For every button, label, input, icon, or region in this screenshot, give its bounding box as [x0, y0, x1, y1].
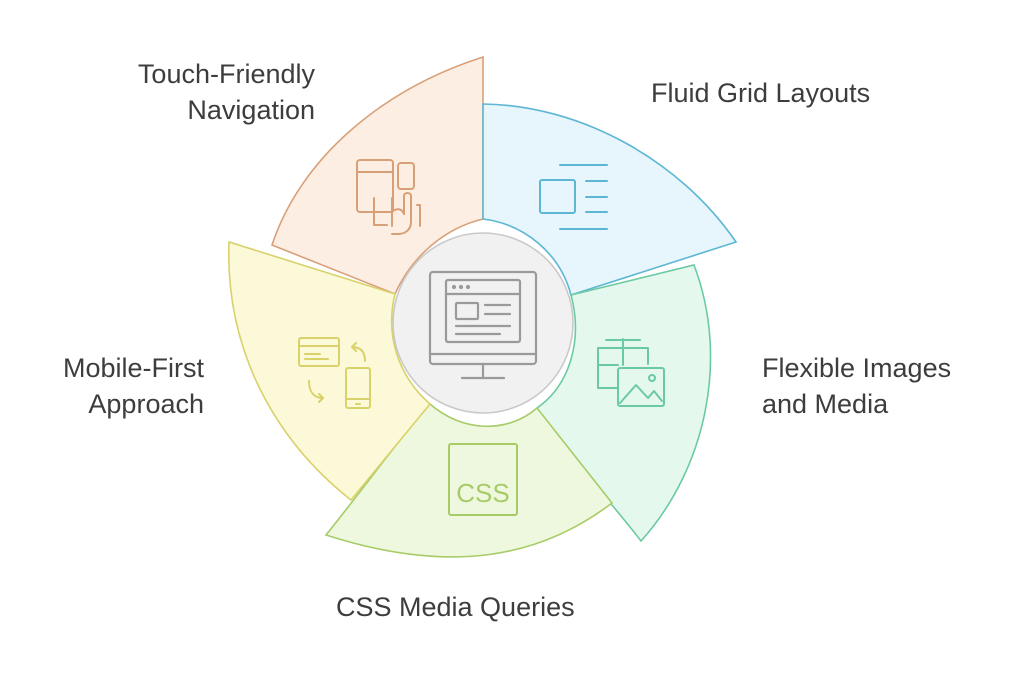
segment-flexible-images-media	[535, 264, 712, 543]
images-media-icon	[597, 338, 665, 407]
label-line: Mobile-First	[62, 353, 204, 383]
monitor-webpage-icon	[428, 270, 538, 380]
label-mobile-first-approach: Mobile-First Approach	[63, 350, 204, 422]
grid-layout-icon	[539, 164, 608, 230]
touch-devices-icon	[356, 159, 421, 235]
label-flexible-images-media: Flexible Images and Media	[762, 350, 951, 422]
label-fluid-grid-layouts: Fluid Grid Layouts	[651, 75, 870, 111]
label-css-media-queries: CSS Media Queries	[336, 589, 575, 625]
center-circle	[392, 232, 574, 414]
segment-touch-friendly-navigation	[271, 55, 484, 296]
segment-fluid-grid-layouts	[482, 103, 738, 297]
label-touch-friendly-navigation: Touch-Friendly Navigation	[138, 56, 315, 128]
label-line: Fluid Grid Layouts	[651, 78, 871, 108]
segment-mobile-first-approach	[228, 240, 432, 502]
label-line: Navigation	[187, 95, 315, 125]
mobile-first-icon	[298, 337, 371, 409]
segment-css-media-queries	[324, 402, 614, 558]
label-line: CSS Media Queries	[336, 592, 575, 622]
css-icon-text: CSS	[456, 478, 509, 508]
label-line: Approach	[88, 389, 204, 419]
label-line: Touch-Friendly	[137, 59, 315, 89]
label-line: and Media	[762, 389, 889, 419]
label-line: Flexible Images	[762, 353, 952, 383]
css-icon: CSS	[448, 443, 518, 516]
